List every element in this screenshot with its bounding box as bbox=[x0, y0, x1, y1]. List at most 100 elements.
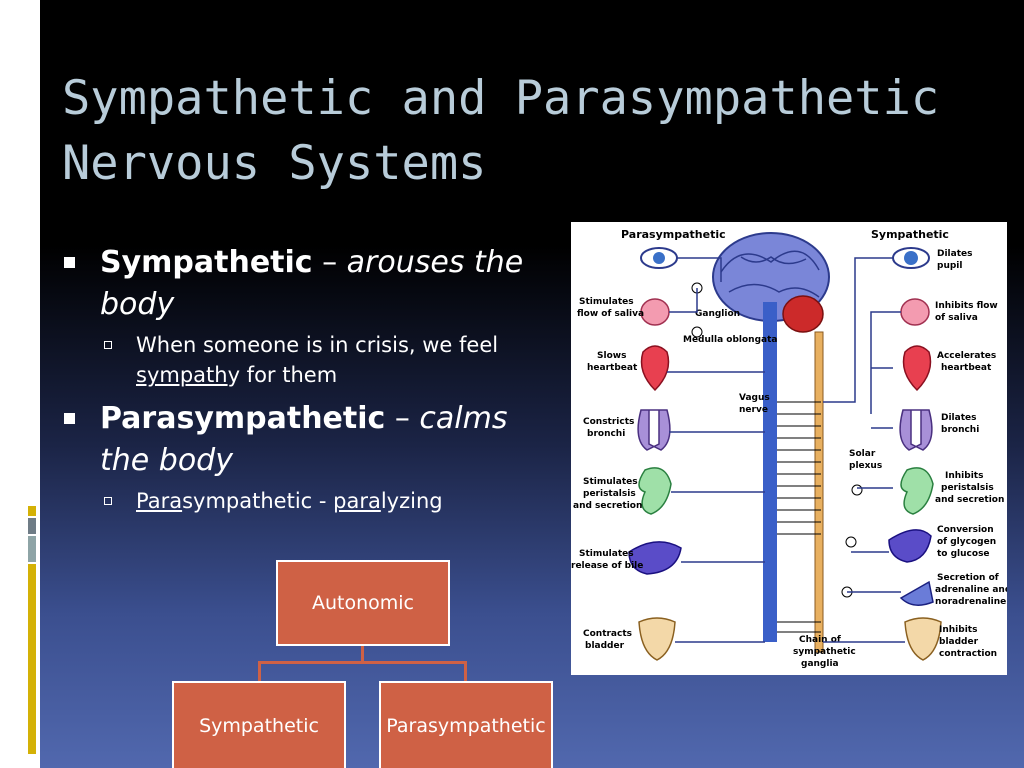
parasympathetic-box: Parasympathetic bbox=[379, 681, 553, 768]
nervous-system-diagram: Parasympathetic Sympathetic Ganglion Med… bbox=[571, 222, 1007, 675]
right-nerve-lines bbox=[823, 257, 905, 643]
right-label-5-l1: Conversion bbox=[937, 525, 994, 535]
left-label-3-l2: peristalsis bbox=[583, 489, 636, 499]
bladder-icon bbox=[638, 617, 676, 661]
right-labels: Dilates pupil Inhibits flow of saliva Ac… bbox=[935, 249, 1007, 659]
sub-bullet-parasympathetic: Parasympathetic - paralyzing bbox=[60, 486, 550, 516]
heart-icon bbox=[902, 345, 932, 392]
spinal-cord bbox=[763, 302, 777, 642]
right-label-4-l1: Inhibits bbox=[945, 471, 983, 481]
strip-gray-segment bbox=[28, 518, 36, 534]
label-vagus-2: nerve bbox=[739, 405, 768, 415]
strip-gold-segment bbox=[28, 506, 36, 516]
eye-pupil-icon bbox=[653, 252, 665, 264]
hollow-square-bullet-icon bbox=[104, 497, 112, 505]
bullet-list: Sympathetic – arouses the body When some… bbox=[60, 242, 550, 524]
label-ganglion: Ganglion bbox=[695, 309, 740, 319]
label-solar-1: Solar bbox=[849, 449, 876, 459]
right-label-0-l1: Dilates bbox=[937, 249, 972, 259]
lungs-icon bbox=[899, 409, 933, 451]
spinal-nerves bbox=[777, 401, 821, 633]
left-label-5-l2: bladder bbox=[585, 641, 625, 651]
left-label-2-l2: bronchi bbox=[587, 429, 625, 439]
right-label-3-l2: bronchi bbox=[941, 425, 979, 435]
strip-gold-bar bbox=[28, 564, 36, 754]
right-label-7-l2: bladder bbox=[939, 637, 979, 647]
left-label-4-l1: Stimulates bbox=[579, 549, 634, 559]
left-organs bbox=[628, 247, 682, 661]
left-label-0-l1: Stimulates bbox=[579, 297, 634, 307]
salivary-gland-icon bbox=[640, 298, 670, 326]
adrenal-gland-icon bbox=[899, 580, 934, 606]
connector-horizontal bbox=[258, 661, 467, 664]
autonomic-box: Autonomic bbox=[276, 560, 450, 646]
label-chain-3: ganglia bbox=[801, 659, 839, 669]
sympathetic-box: Sympathetic bbox=[172, 681, 346, 768]
brain-icon bbox=[712, 232, 830, 333]
left-label-3-l1: Stimulates bbox=[583, 477, 638, 487]
right-label-4-l2: peristalsis bbox=[941, 483, 994, 493]
left-label-0-l2: flow of saliva bbox=[577, 309, 644, 319]
sub-bullet-sympathetic: When someone is in crisis, we feel sympa… bbox=[60, 330, 550, 390]
hollow-square-bullet-icon bbox=[104, 341, 112, 349]
eye-pupil-icon bbox=[904, 251, 918, 265]
square-bullet-icon bbox=[64, 257, 75, 268]
label-vagus-1: Vagus bbox=[739, 393, 770, 403]
sub-para-rest-1: sympathetic - bbox=[182, 489, 334, 513]
dash: – bbox=[312, 245, 347, 280]
sub-sympathetic-underlined: sympath bbox=[136, 363, 228, 387]
right-organs bbox=[888, 247, 942, 661]
left-label-3-l3: and secretion bbox=[573, 501, 642, 511]
desc-sympathetic-2: body bbox=[100, 287, 175, 322]
salivary-gland-icon bbox=[900, 298, 930, 326]
left-decorative-strip bbox=[0, 0, 40, 768]
title-line-2: Nervous Systems bbox=[62, 136, 487, 191]
desc-parasympathetic-2: the body bbox=[100, 443, 233, 478]
lungs-icon bbox=[637, 409, 671, 451]
left-labels: Stimulates flow of saliva Slows heartbea… bbox=[571, 297, 644, 651]
desc-sympathetic-1: arouses the bbox=[346, 245, 524, 280]
left-nerve-lines bbox=[667, 257, 765, 643]
sub-sympathetic-line1: When someone is in crisis, we feel bbox=[136, 333, 499, 357]
right-label-6-l3: noradrenaline bbox=[935, 597, 1006, 607]
diagram-header-right: Sympathetic bbox=[871, 228, 949, 241]
bullet-sympathetic: Sympathetic – arouses the body bbox=[60, 242, 550, 326]
right-label-6-l2: adrenaline and bbox=[935, 585, 1007, 595]
right-label-7-l1: Inhibits bbox=[939, 625, 977, 635]
strip-teal-segment bbox=[28, 536, 36, 562]
label-chain-1: Chain of bbox=[799, 635, 841, 645]
title-line-1: Sympathetic and Parasympathetic bbox=[62, 71, 940, 126]
term-parasympathetic: Parasympathetic bbox=[100, 401, 386, 436]
term-sympathetic: Sympathetic bbox=[100, 245, 313, 280]
sub-para-underlined-2: para bbox=[333, 489, 381, 513]
diagram-header-left: Parasympathetic bbox=[621, 228, 726, 241]
sub-para-underlined-1: Para bbox=[136, 489, 183, 513]
sympathetic-chain bbox=[814, 331, 824, 653]
slide-title: Sympathetic and Parasympathetic Nervous … bbox=[62, 66, 1012, 196]
liver-icon bbox=[628, 541, 682, 575]
sub-para-rest-2: lyzing bbox=[380, 489, 443, 513]
heart-icon bbox=[640, 345, 670, 392]
right-label-3-l1: Dilates bbox=[941, 413, 976, 423]
left-label-2-l1: Constricts bbox=[583, 417, 634, 427]
stomach-icon bbox=[638, 467, 672, 515]
left-label-1-l1: Slows bbox=[597, 351, 626, 361]
label-solar-2: plexus bbox=[849, 461, 882, 471]
right-label-4-l3: and secretion bbox=[935, 495, 1004, 505]
right-label-0-l2: pupil bbox=[937, 261, 962, 271]
liver-icon bbox=[888, 529, 932, 563]
bullet-parasympathetic: Parasympathetic – calms the body bbox=[60, 398, 550, 482]
right-label-5-l2: of glycogen bbox=[937, 537, 996, 547]
left-label-1-l2: heartbeat bbox=[587, 363, 638, 373]
sub-sympathetic-rest: y for them bbox=[227, 363, 338, 387]
right-label-6-l1: Secretion of bbox=[937, 573, 999, 583]
right-label-5-l3: to glucose bbox=[937, 549, 990, 559]
square-bullet-icon bbox=[64, 413, 75, 424]
connector-left-drop bbox=[258, 661, 261, 681]
connector-vertical bbox=[361, 646, 364, 662]
diagram-svg: Parasympathetic Sympathetic Ganglion Med… bbox=[571, 228, 1007, 669]
right-label-1-l2: of saliva bbox=[935, 313, 978, 323]
connector-right-drop bbox=[464, 661, 467, 681]
right-label-2-l1: Accelerates bbox=[937, 351, 996, 361]
label-medulla: Medulla oblongata bbox=[683, 335, 777, 345]
